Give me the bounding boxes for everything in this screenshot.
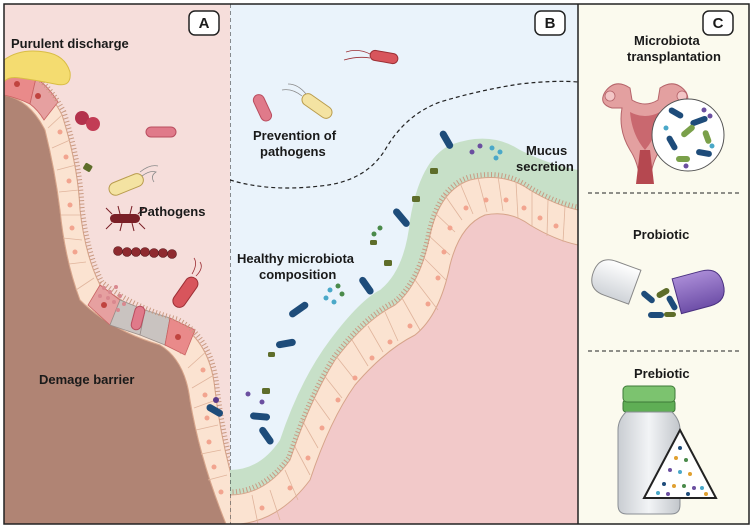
panel-b: Prevention of pathogens Mucus secretion … — [230, 4, 578, 524]
label-mucus-line2: secretion — [516, 159, 574, 174]
panel-a: Purulent discharge Pathogens Demage barr… — [4, 4, 230, 524]
cell-nuclei-b — [259, 197, 559, 511]
epithelial-cells-a — [4, 67, 230, 524]
panel-c: Microbiota transplantation — [577, 4, 749, 524]
label-probiotic: Probiotic — [633, 227, 689, 242]
pathogen-rod-top — [343, 49, 399, 65]
label-prebiotic: Prebiotic — [634, 366, 690, 381]
cell-dividers-b — [251, 175, 566, 524]
bacteria-dark-rod-a — [206, 404, 224, 417]
badge-b: B — [534, 10, 566, 36]
microbiota-sample-icon — [651, 98, 725, 172]
pathogen-chain-streptococci — [113, 246, 177, 259]
healthy-microbiota-cocci — [245, 143, 503, 405]
pathogen-cocci-pair — [75, 111, 100, 131]
pathogen-rod-red-large — [172, 257, 202, 308]
label-healthy-line1: Healthy microbiota — [237, 251, 355, 266]
badge-c: C — [702, 10, 734, 36]
protection-boundary — [230, 80, 578, 189]
pathogen-flagellated-yellow — [108, 165, 159, 196]
bacteria-purple-dot — [213, 397, 219, 403]
pathogen-spiky-rod — [105, 205, 146, 232]
label-purulent-discharge: Purulent discharge — [11, 36, 129, 51]
label-mucus-line1: Mucus — [526, 143, 567, 158]
label-damage-barrier: Demage barrier — [39, 372, 134, 387]
pathogen-rod-pink-b — [252, 94, 273, 122]
svg-text:B: B — [545, 15, 556, 32]
tissue-b — [239, 213, 578, 524]
svg-text:C: C — [713, 15, 724, 32]
pathogen-cluster — [98, 285, 126, 312]
healthy-microbiota-rods — [250, 130, 454, 445]
healthy-microbiota-spores — [262, 168, 438, 394]
pathogen-rod-pink — [145, 126, 177, 138]
prebiotic-bottle-icon — [617, 385, 718, 515]
outer-frame — [3, 3, 750, 525]
label-prevention-line1: Prevention of — [253, 128, 337, 143]
pathogen-yellow-b — [281, 83, 333, 119]
damaged-tissue — [4, 95, 230, 524]
badge-a: A — [188, 10, 220, 36]
microvilli-a — [5, 62, 230, 470]
purulent-discharge — [4, 50, 71, 86]
pathogen-spore-olive — [83, 162, 93, 172]
label-healthy-line2: composition — [259, 267, 336, 282]
svg-text:A: A — [199, 15, 210, 32]
pathogen-rod-pink-invading — [130, 305, 146, 331]
probiotic-capsule-icon — [591, 259, 725, 318]
label-prevention-line2: pathogens — [260, 144, 326, 159]
label-pathogens: Pathogens — [139, 204, 205, 219]
label-transplant-line1: Microbiota — [634, 33, 700, 48]
microvilli-b — [230, 172, 578, 495]
label-transplant-line2: transplantation — [627, 49, 721, 64]
cell-nuclei-a — [57, 129, 224, 495]
